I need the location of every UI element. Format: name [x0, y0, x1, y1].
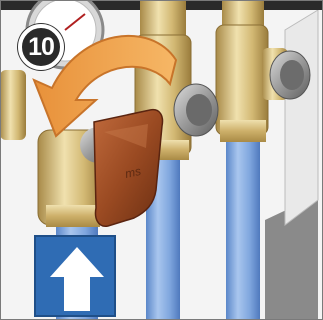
valve-left-nut [46, 205, 100, 227]
valve-middle-top [140, 0, 186, 40]
back-panel [285, 10, 318, 225]
fitting-right-hole [280, 60, 304, 90]
up-arrow-icon [36, 237, 118, 319]
fitting-middle-hole [186, 94, 212, 126]
valve-right-body [216, 25, 268, 135]
step-number-badge: 10 [18, 24, 64, 70]
valve-right-nut [220, 120, 266, 142]
pipe-right [226, 130, 260, 320]
flow-direction-sign [34, 235, 116, 317]
valve-far-left [0, 70, 26, 140]
